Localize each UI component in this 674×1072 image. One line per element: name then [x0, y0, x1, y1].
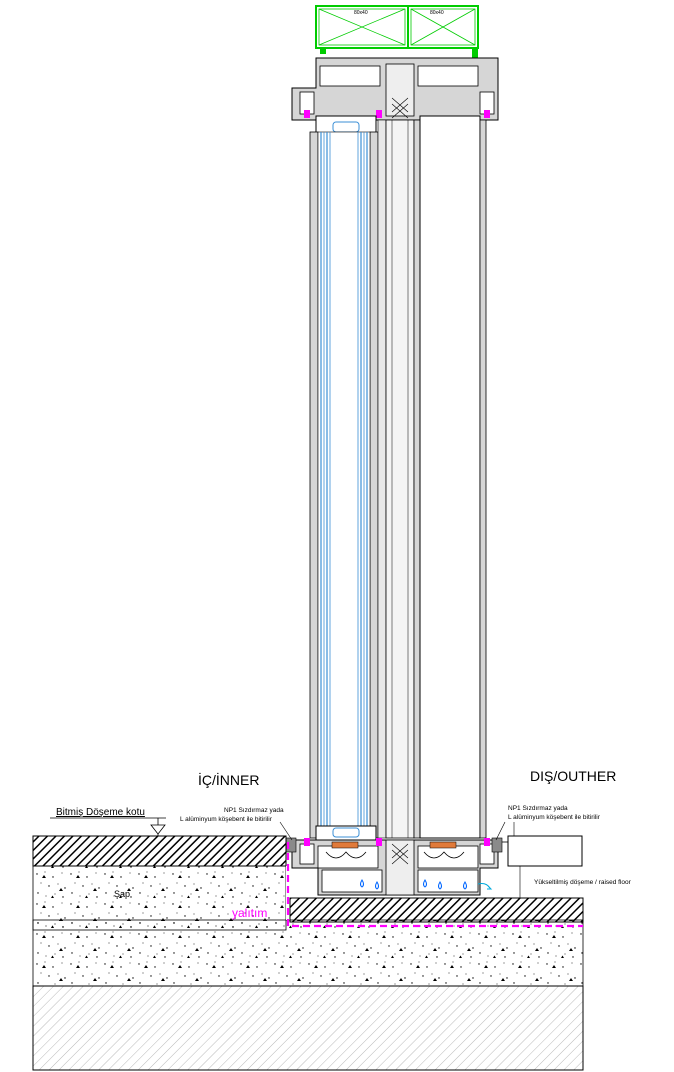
seal-left-leader: [279, 821, 293, 841]
seal-right-leader: [495, 821, 506, 841]
seal-left-line2: L alüminyum köşebent ile bitirilir: [180, 816, 273, 823]
insulation-line: [286, 842, 583, 928]
outer-panel: [413, 115, 487, 839]
drain-drops: [360, 879, 493, 890]
top-box-right-label: 80x40: [430, 10, 444, 16]
top-box-left-label: 80x40: [354, 10, 368, 16]
inner-glazing-sash: [309, 119, 387, 839]
seal-right-line2: L alüminyum köşebent ile bitirilir: [508, 814, 601, 821]
base-slab: [32, 985, 584, 1071]
screed-layer: [32, 865, 584, 987]
bottom-frame-profile: [285, 825, 503, 896]
insulation-label: yalıtım: [232, 906, 267, 920]
top-frame-profile: [291, 57, 499, 135]
raised-floor-box: [502, 822, 583, 898]
raised-floor-slab: [289, 897, 584, 923]
finished-floor-slab: [32, 835, 287, 867]
raised-floor-label: Yükseltilmiş döşeme / raised floor: [534, 879, 632, 886]
level-marker: [50, 817, 166, 837]
seal-right-line1: NP1 Sızdırmaz yada: [508, 805, 568, 812]
outer-label: DIŞ/OUTHER: [530, 768, 616, 784]
finished-floor-label: Bitmiş Döşeme kotu: [56, 807, 145, 818]
inner-label: İÇ/İNNER: [198, 771, 259, 788]
centre-mullion: [385, 119, 415, 839]
seal-left-line1: NP1 Sızdırmaz yada: [224, 807, 284, 814]
screed-label: Şap: [114, 889, 130, 899]
